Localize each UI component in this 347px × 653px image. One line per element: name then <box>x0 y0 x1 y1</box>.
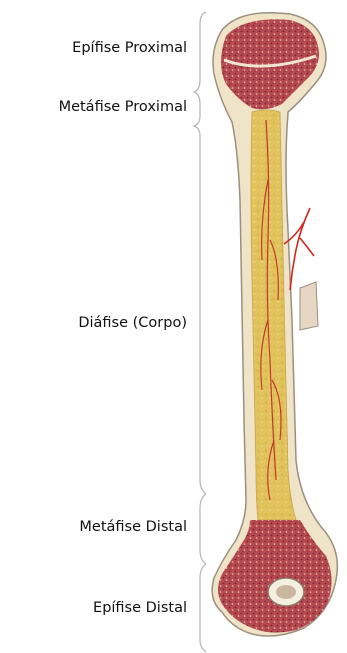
label-metaphysis-distal: Metáfise Distal <box>79 519 187 535</box>
periosteum-flap <box>300 282 318 330</box>
bracket-lines <box>194 12 206 652</box>
label-diaphysis: Diáfise (Corpo) <box>78 315 187 331</box>
label-epiphysis-proximal: Epífise Proximal <box>72 40 187 56</box>
label-epiphysis-distal: Epífise Distal <box>93 600 187 616</box>
bracket-metaphysis-distal <box>200 494 206 564</box>
bracket-epiphysis-distal <box>200 564 206 652</box>
bracket-epiphysis-proximal <box>194 12 206 104</box>
bracket-metaphysis-proximal <box>194 104 200 136</box>
label-metaphysis-proximal: Metáfise Proximal <box>59 99 187 115</box>
bracket-diaphysis <box>200 136 206 494</box>
